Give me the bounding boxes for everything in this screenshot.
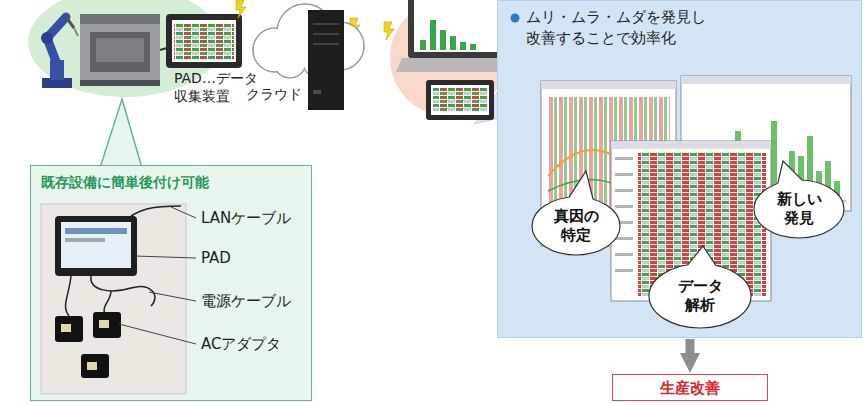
device-photo-part bbox=[99, 320, 109, 328]
robot-arm-part bbox=[74, 28, 78, 36]
device-photo-part-part bbox=[135, 256, 196, 258]
ellipse-tail bbox=[778, 161, 802, 183]
analysis-panel: ムリ・ムラ・ムダを発見し 改善することで効率化真因の 特定データ 解析 新しい 発… bbox=[497, 0, 862, 338]
lightning-icon-part bbox=[236, 0, 246, 18]
callout-tail-part bbox=[100, 99, 142, 168]
device-photo-part bbox=[66, 276, 71, 316]
device-photo-part bbox=[131, 206, 181, 216]
laptop-part bbox=[430, 20, 436, 50]
device-photo-part bbox=[81, 354, 109, 378]
terminal-tablet bbox=[426, 80, 494, 120]
node-text: 新しい 発見 bbox=[774, 190, 825, 228]
device-photo bbox=[31, 166, 311, 400]
screenshot-part bbox=[638, 153, 766, 297]
ellipse-tail bbox=[569, 171, 593, 199]
screenshot-part bbox=[611, 141, 771, 149]
part-label-slot: 電源ケーブル bbox=[201, 291, 291, 311]
robot-arm-part bbox=[66, 17, 74, 28]
server-part bbox=[313, 90, 321, 94]
machine-part bbox=[160, 48, 167, 50]
robot-arm-part bbox=[41, 32, 53, 44]
server-part bbox=[313, 24, 339, 25]
node-text: ムリ・ムラ・ムダを発見し 改善することで効率化 bbox=[526, 7, 722, 49]
speech-ellipse: 真因の 特定 bbox=[531, 196, 621, 256]
device-photo-part bbox=[41, 204, 186, 394]
laptop-part bbox=[460, 42, 466, 50]
analysis-screens-part bbox=[511, 14, 520, 23]
device-photo-part bbox=[55, 316, 83, 342]
part-label: 電源ケーブル bbox=[201, 291, 291, 311]
part-label-slot: LANケーブル bbox=[201, 208, 291, 228]
screenshot-part-part bbox=[615, 253, 633, 256]
screenshot-part-part bbox=[615, 157, 633, 160]
laptop-part bbox=[440, 30, 446, 50]
screenshot-part-part bbox=[615, 269, 633, 272]
screenshot-part-part bbox=[615, 173, 633, 176]
device-photo-part bbox=[61, 324, 71, 332]
device-photo-part bbox=[65, 228, 127, 234]
cloud-label-block: クラウド bbox=[246, 86, 302, 104]
speech-ellipse: データ 解析 bbox=[648, 263, 752, 329]
screenshot-part bbox=[615, 157, 633, 272]
part-label: PAD bbox=[201, 248, 231, 268]
screenshot-part bbox=[681, 76, 851, 84]
lightning-icon-part bbox=[384, 22, 394, 40]
laptop-part bbox=[450, 36, 456, 50]
terminal-tablet-part bbox=[431, 85, 489, 115]
screenshot-part-part bbox=[615, 189, 633, 192]
robot-arm bbox=[41, 17, 78, 88]
node-text: データ 解析 bbox=[675, 277, 726, 315]
node-text: 既存設備に簡単後付け可能 bbox=[41, 173, 301, 191]
flow-arrow bbox=[686, 339, 695, 359]
device-photo-part-part bbox=[171, 207, 196, 218]
laptop-part bbox=[470, 44, 476, 50]
machine-part bbox=[80, 14, 160, 86]
ellipse-tail bbox=[688, 246, 716, 266]
server-part bbox=[313, 44, 339, 45]
cloud-shape-part-part bbox=[275, 47, 305, 77]
machine-part bbox=[80, 80, 160, 86]
device-photo-part bbox=[55, 216, 137, 276]
device-photo-part bbox=[61, 222, 131, 268]
part-label-slot: PAD bbox=[201, 248, 231, 268]
node-text: 真因の 特定 bbox=[551, 207, 602, 245]
callout-tail-part bbox=[100, 99, 142, 168]
speech-ellipse: 新しい 発見 bbox=[753, 179, 845, 239]
pad-tablet bbox=[166, 14, 242, 68]
server-part bbox=[313, 34, 339, 35]
screenshot-part bbox=[541, 81, 676, 89]
screenshot-part-part bbox=[615, 237, 633, 240]
device-photo-part bbox=[104, 291, 111, 314]
part-label: LANケーブル bbox=[201, 208, 291, 228]
device-photo-part bbox=[93, 312, 121, 338]
pad-tablet-part bbox=[174, 24, 234, 60]
callout-tail bbox=[100, 99, 142, 168]
device-photo-part bbox=[119, 207, 196, 344]
part-label: ACアダプタ bbox=[201, 334, 281, 354]
screenshot-part-part bbox=[615, 205, 633, 208]
pad-tablet-part bbox=[166, 14, 242, 68]
device-photo-part bbox=[91, 276, 155, 306]
terminal-tablet-part bbox=[433, 88, 487, 112]
machine-part bbox=[96, 38, 144, 62]
part-label-slot: ACアダプタ bbox=[201, 334, 281, 354]
device-photo-part bbox=[87, 362, 97, 370]
machine-part bbox=[80, 14, 160, 24]
pad-tablet-part bbox=[172, 20, 236, 62]
machine bbox=[80, 14, 167, 86]
device-photo-part bbox=[65, 238, 105, 242]
node-text: 生産改善 bbox=[660, 379, 720, 397]
retrofit-panel: 既存設備に簡単後付け可能 LANケーブル PAD 電源ケーブル ACアダプタ bbox=[30, 165, 312, 401]
terminal-tablet-part bbox=[426, 80, 494, 120]
machine-part bbox=[90, 32, 150, 72]
server-part bbox=[308, 10, 344, 110]
device-photo-part-part bbox=[119, 324, 196, 344]
result-box: 生産改善 bbox=[612, 374, 768, 401]
node-text: クラウド bbox=[246, 86, 302, 104]
server bbox=[308, 10, 344, 110]
device-photo-part-part bbox=[149, 292, 196, 301]
laptop-part bbox=[420, 40, 426, 50]
